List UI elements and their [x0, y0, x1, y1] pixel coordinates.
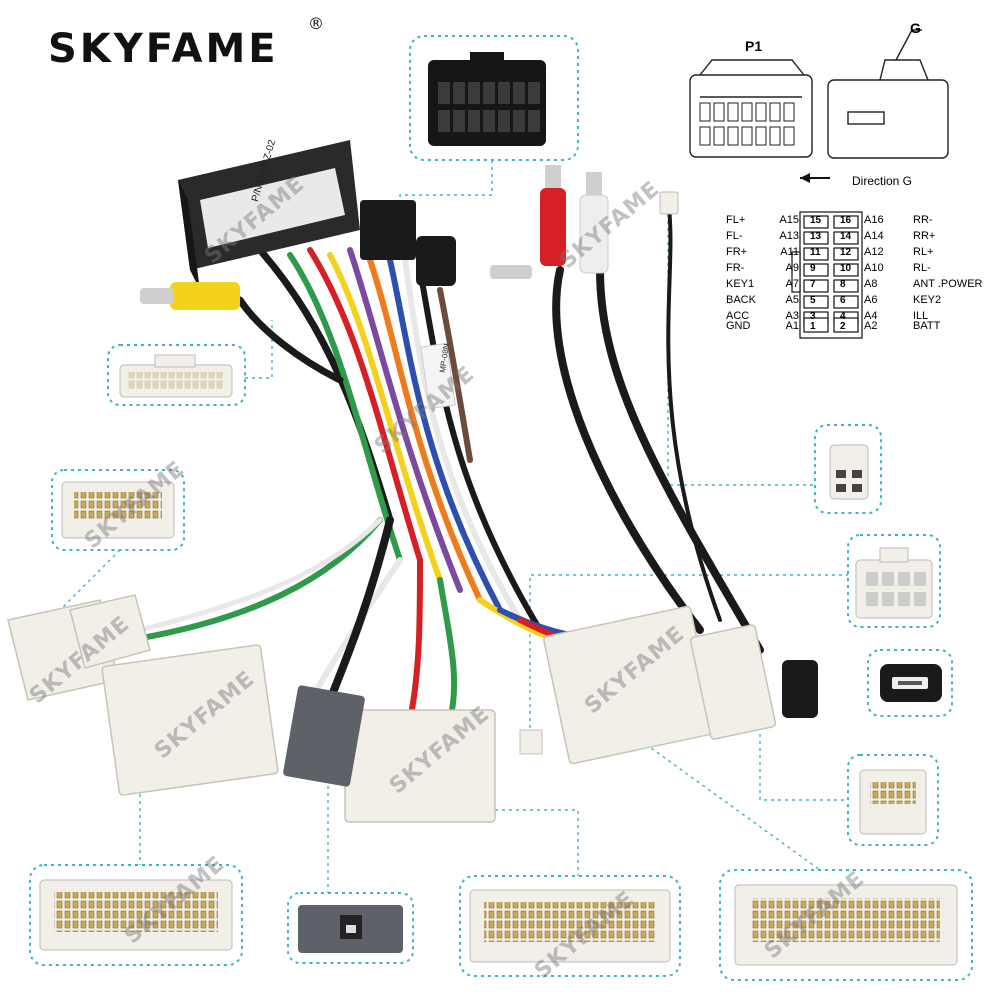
- pin-right-number: 2: [840, 321, 846, 332]
- plug-6pin-image: [859, 769, 927, 835]
- pin-left-ref: A9: [785, 262, 799, 274]
- plug-bottom-4-image: [734, 884, 958, 966]
- pin-right-number: 4: [840, 311, 846, 322]
- p1-connector-drawing: [689, 59, 813, 158]
- pin-left-number: 9: [810, 263, 816, 274]
- pin-right-function: RL-: [913, 262, 931, 274]
- pin-right-number: 16: [840, 215, 852, 226]
- angled-plug: [416, 236, 456, 286]
- plug-4pin-image: [829, 444, 869, 500]
- pin-left-function: FR-: [726, 262, 745, 274]
- pin-right-ref: A14: [864, 230, 884, 242]
- registered-mark: ®: [308, 14, 324, 33]
- pin-right-function: ANT .POWER: [913, 278, 983, 290]
- pin-right-function: KEY2: [913, 294, 942, 306]
- g-connector-drawing: [827, 29, 949, 159]
- mini-4pin-plug: [659, 191, 679, 215]
- pin-left-function: ACC: [726, 310, 750, 322]
- plug-bottom-2-image: [298, 905, 403, 953]
- pin-left-ref: A1: [785, 320, 799, 332]
- pin-right-ref: A12: [864, 246, 884, 258]
- pin-left-ref: A15: [779, 214, 799, 226]
- pin-right-ref: A8: [864, 278, 878, 290]
- plug-16pin-image: [428, 52, 546, 146]
- pin-table: [791, 211, 863, 339]
- pin-left-number: 13: [810, 231, 822, 242]
- connector-right-small: [689, 624, 777, 740]
- pin-right-function: RL+: [913, 246, 934, 258]
- direction-label: Direction G: [852, 174, 913, 188]
- brand-name: SKYFAME: [48, 26, 279, 72]
- camera-rca: [140, 282, 240, 310]
- pin-left-function: FL+: [726, 214, 746, 226]
- mini-usb-cable-end: [782, 660, 818, 718]
- pin-left-number: 3: [810, 311, 816, 322]
- plug-bottom-3-image: [469, 889, 671, 963]
- pin-left-ref: A3: [785, 310, 799, 322]
- connector-left-big: [101, 644, 279, 796]
- g-title: G: [910, 20, 921, 36]
- connector-grey: [283, 685, 365, 787]
- pin-left-number: 5: [810, 295, 816, 306]
- plug-8pin-image: [855, 547, 933, 619]
- pin-left-number: 15: [810, 215, 822, 226]
- pin-right-ref: A4: [864, 310, 878, 322]
- pin-right-number: 12: [840, 247, 852, 258]
- pin-right-number: 14: [840, 231, 852, 242]
- iso-plug: [360, 200, 416, 260]
- pin-right-number: 8: [840, 279, 846, 290]
- pin-right-ref: A16: [864, 214, 884, 226]
- pin-right-function: RR+: [913, 230, 936, 242]
- p1-title: P1: [745, 38, 763, 54]
- pin-left-function: GND: [726, 320, 751, 332]
- pin-left-ref: A7: [785, 278, 799, 290]
- rca-pair: [540, 165, 609, 274]
- pin-left-ref: A11: [780, 246, 799, 258]
- label-tag: [420, 342, 456, 410]
- pin-right-function: RR-: [913, 214, 933, 226]
- brand-logo: SKYFAME: [48, 26, 279, 72]
- pin-left-ref: A13: [779, 230, 799, 242]
- antenna-plug: [490, 265, 532, 279]
- mini-usb-image: [880, 664, 942, 702]
- pin-left-number: 1: [810, 321, 816, 332]
- pin-left-function: FL-: [726, 230, 743, 242]
- pin-right-ref: A2: [864, 320, 878, 332]
- pin-right-function: BATT: [913, 320, 941, 332]
- pin-left-ref: A5: [785, 294, 799, 306]
- plug-camera-image: [119, 354, 233, 398]
- pin-left-number: 11: [810, 247, 821, 258]
- pin-right-number: 10: [840, 263, 852, 274]
- small-white-plug: [519, 729, 543, 755]
- pin-left-function: FR+: [726, 246, 748, 258]
- pin-left-function: KEY1: [726, 278, 755, 290]
- connector-left-small-2: [69, 594, 151, 669]
- plug-left-top-image: [61, 481, 175, 539]
- pin-left-number: 7: [810, 279, 816, 290]
- plug-bottom-1-image: [39, 879, 233, 951]
- pin-right-function: ILL: [913, 310, 929, 322]
- pin-right-number: 6: [840, 295, 846, 306]
- pin-left-function: BACK: [726, 294, 756, 306]
- pin-right-ref: A6: [864, 294, 878, 306]
- pin-right-ref: A10: [864, 262, 884, 274]
- control-box: [178, 140, 360, 290]
